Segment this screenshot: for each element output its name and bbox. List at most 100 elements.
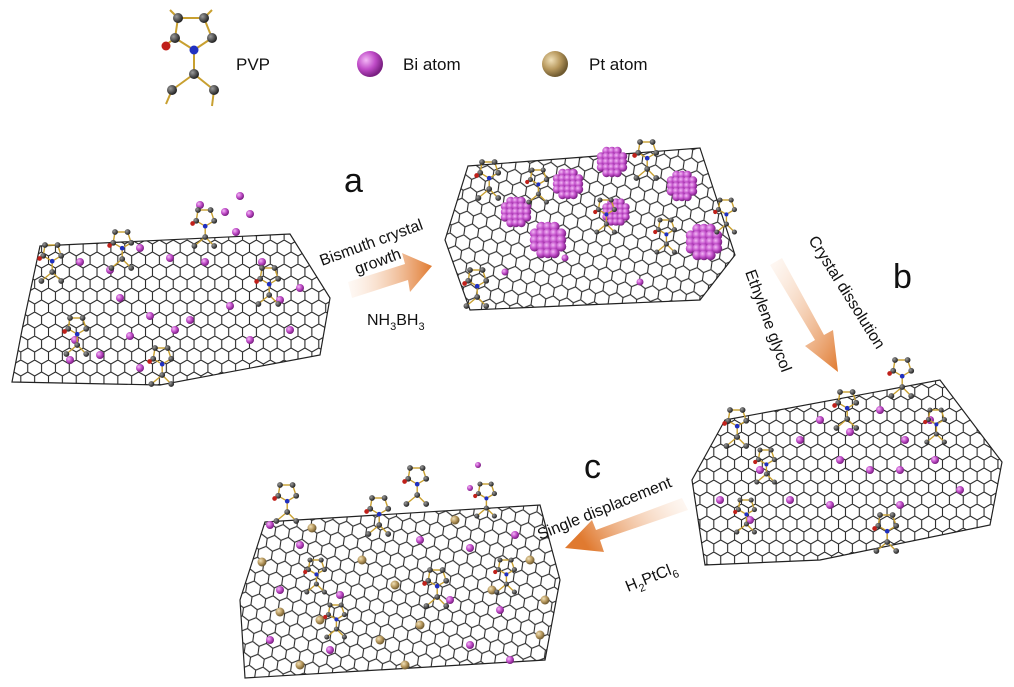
- bi-atom: [746, 516, 754, 524]
- pvp-molecule: [887, 357, 915, 399]
- bi-atom: [561, 254, 569, 262]
- bi-crystal: [685, 223, 723, 261]
- pt-atom: [415, 620, 425, 630]
- bi-atom: [466, 544, 474, 552]
- bi-atom: [286, 326, 294, 334]
- bi-crystal: [602, 198, 630, 226]
- bi-atom: [786, 496, 794, 504]
- pvp-molecule: [872, 512, 900, 554]
- bi-atom: [136, 244, 144, 252]
- legend-bi-label: Bi atom: [403, 55, 461, 74]
- bi-atom: [221, 208, 229, 216]
- bi-atom: [258, 258, 266, 266]
- arrow-c: [565, 498, 688, 552]
- step-c-label: c: [584, 448, 601, 486]
- graphene-sheet-pt-displaced: [239, 462, 561, 679]
- pvp-molecule: [493, 557, 517, 595]
- bi-atom: [896, 466, 904, 474]
- bi-atom: [226, 302, 234, 310]
- bi-atom: [416, 536, 424, 544]
- legend-pvp-label: PVP: [236, 55, 270, 74]
- bi-atom: [716, 496, 724, 504]
- pt-atom: [450, 515, 460, 525]
- bi-atom: [266, 636, 274, 644]
- pvp-molecule: [190, 207, 218, 249]
- pvp-molecule: [462, 267, 490, 309]
- bi-atom: [171, 326, 179, 334]
- legend: PVP Bi atom Pt atom: [161, 9, 648, 107]
- pvp-molecule: [147, 345, 175, 387]
- pvp-molecule: [422, 567, 450, 609]
- arrow-a: [348, 253, 432, 298]
- arrow-b: [770, 258, 838, 372]
- bi-atom: [326, 646, 334, 654]
- bi-atom: [846, 428, 854, 436]
- bi-atom: [246, 336, 254, 344]
- pvp-molecule: [733, 497, 757, 535]
- bi-atom: [186, 316, 194, 324]
- pvp-molecule: [323, 602, 347, 640]
- pvp-molecule: [473, 481, 497, 519]
- bi-crystal: [666, 170, 698, 202]
- pvp-molecule-icon: [161, 9, 219, 107]
- pt-atom: [525, 555, 535, 565]
- bi-atom: [266, 521, 274, 529]
- bi-atom: [201, 258, 209, 266]
- bi-atom: [496, 606, 504, 614]
- bi-crystal: [500, 196, 532, 228]
- bi-atom: [896, 501, 904, 509]
- graphene-sheet-bi-crystals: [444, 139, 737, 311]
- bi-atom: [232, 228, 240, 236]
- bi-atom: [76, 258, 84, 266]
- bi-atom: [166, 254, 174, 262]
- legend-pt-label: Pt atom: [589, 55, 648, 74]
- pt-atom: [357, 555, 367, 565]
- arrow-c-reagent: H2PtCl6: [623, 560, 681, 600]
- bi-atom: [636, 278, 644, 286]
- pvp-molecule: [753, 447, 777, 485]
- pt-atom: [257, 557, 267, 567]
- bi-atom: [836, 456, 844, 464]
- bi-atom: [511, 531, 519, 539]
- pt-atom: [295, 660, 305, 670]
- bi-atom: [236, 192, 244, 200]
- bi-atom: [826, 501, 834, 509]
- bi-atom: [246, 210, 254, 218]
- step-a-label: a: [344, 162, 363, 200]
- bi-atom: [196, 201, 204, 209]
- bi-crystal: [552, 168, 584, 200]
- graphene-sheet-initial: [11, 192, 331, 387]
- bi-atom: [116, 294, 124, 302]
- bi-atom: [956, 486, 964, 494]
- bi-atom: [296, 284, 304, 292]
- pvp-molecule: [593, 197, 617, 235]
- pvp-molecule: [474, 159, 502, 201]
- pvp-molecule: [272, 482, 300, 524]
- step-b-label: b: [893, 258, 912, 296]
- bi-atom: [296, 541, 304, 549]
- bi-atom: [475, 462, 481, 468]
- pvp-molecule: [722, 407, 750, 449]
- graphene-sheet-dissolved: [691, 357, 1003, 566]
- pvp-molecule: [364, 495, 392, 537]
- pt-atom: [390, 580, 400, 590]
- bi-atom: [866, 466, 874, 474]
- pvp-molecule: [37, 242, 65, 284]
- bi-atom: [66, 356, 74, 364]
- pvp-molecule: [303, 557, 327, 595]
- pvp-molecule: [923, 407, 947, 445]
- pt-atom: [375, 635, 385, 645]
- bi-atom: [796, 436, 804, 444]
- pvp-molecule: [62, 315, 90, 357]
- pt-atom: [487, 585, 497, 595]
- pvp-molecule: [653, 217, 677, 255]
- pvp-molecule: [525, 167, 549, 205]
- pt-atom: [400, 660, 410, 670]
- arrow-a-reagent: NH3BH3: [367, 312, 425, 333]
- pt-atom: [307, 523, 317, 533]
- pt-atom: [540, 595, 550, 605]
- bi-atom: [146, 312, 154, 320]
- bi-atom: [756, 466, 764, 474]
- pvp-molecule: [402, 465, 430, 507]
